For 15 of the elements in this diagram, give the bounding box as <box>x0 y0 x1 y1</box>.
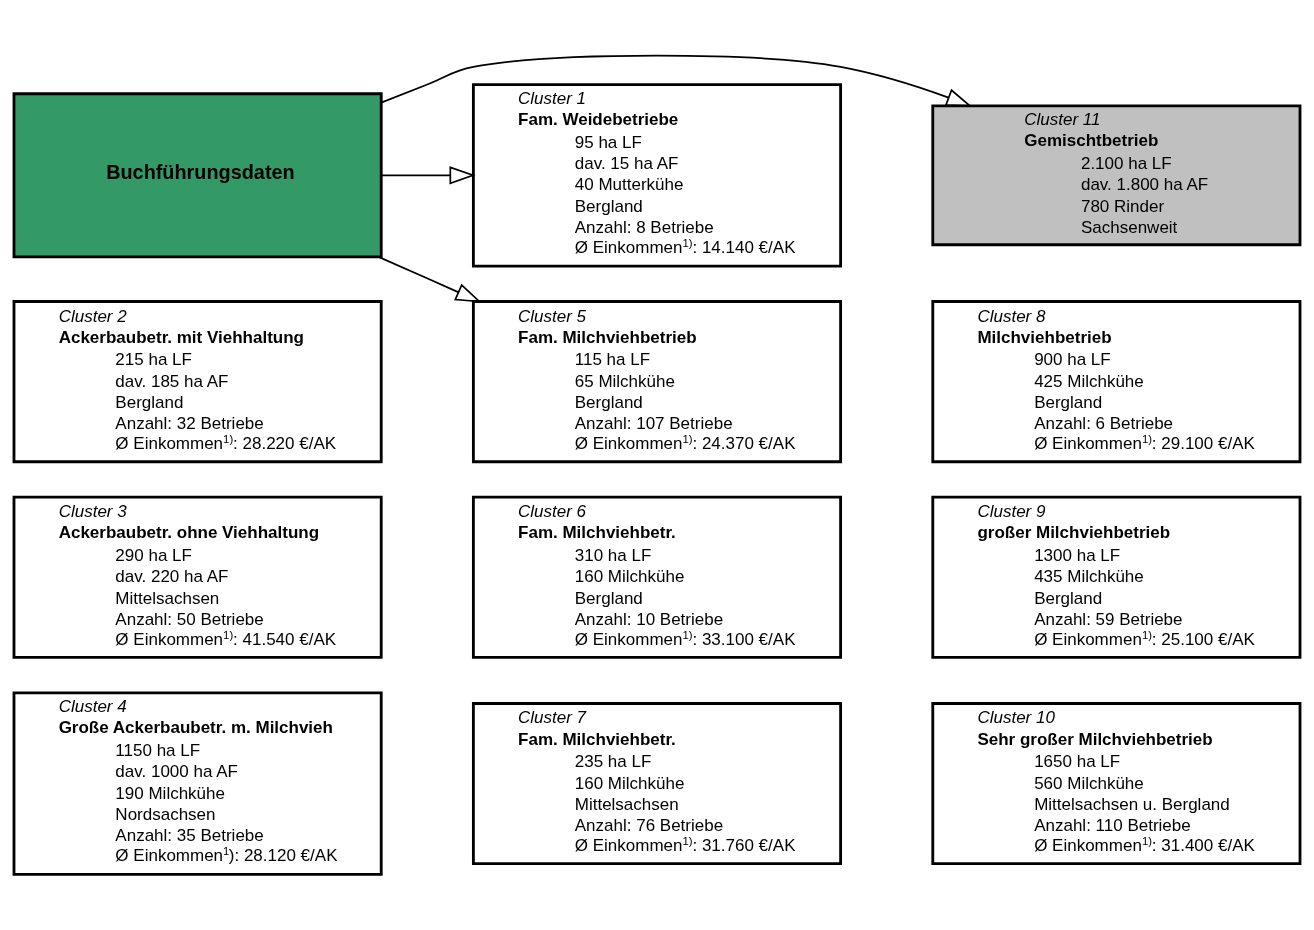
node-box: Cluster 5 Fam. Milchviehbetrieb 115 ha LF 65 Milchkühe Bergland Anzahl: 107 Betriebe Ø Einkommen$^{1)}$: 24.370 €/AK <box>471 300 843 464</box>
node-box: Cluster 10 Sehr großer Milchviehbetrieb 1650 ha LF 560 Milchkühe Mittelsachsen u. Bergland Anzahl: 110 Betriebe Ø Einkommen$^{1)}$: 31.400 €/AK <box>931 702 1302 866</box>
node-box: Cluster 1 Fam. Weidebetriebe 95 ha LF dav. 15 ha AF 40 Mutterkühe Bergland Anzahl: 8 Betriebe Ø Einkommen$^{1)}$: 14.140 €/AK <box>471 83 843 268</box>
arrow <box>377 256 482 303</box>
node-box: Buchführungsdaten <box>12 92 383 259</box>
arrow <box>381 54 973 107</box>
node-box: Cluster 6 Fam. Milchviehbetr. 310 ha LF 160 Milchkühe Bergland Anzahl: 10 Betriebe Ø Einkommen$^{1)}$: 33.100 €/AK <box>471 495 843 659</box>
arrow <box>380 166 476 185</box>
node-box: Cluster 2 Ackerbaubetr. mit Viehhaltung 215 ha LF dav. 185 ha AF Bergland Anzahl: 32 Betriebe Ø Einkommen$^{1)}$: 28.220 €/AK <box>12 300 383 464</box>
node-box: Cluster 4 Große Ackerbaubetr. m. Milchvieh 1150 ha LF dav. 1000 ha AF 190 Milchkühe Nordsachsen Anzahl: 35 Betriebe Ø Einkommen$^{1}$): 28.120 €/AK <box>12 691 383 876</box>
node-box: Cluster 7 Fam. Milchviehbetr. 235 ha LF 160 Milchkühe Mittelsachsen Anzahl: 76 Betriebe Ø Einkommen$^{1)}$: 31.760 €/AK <box>471 702 843 866</box>
node-box: Cluster 8 Milchviehbetrieb 900 ha LF 425 Milchkühe Bergland Anzahl: 6 Betriebe Ø Einkommen$^{1)}$: 29.100 €/AK <box>931 300 1302 464</box>
node-box: Cluster 11 Gemischtbetrieb 2.100 ha LF dav. 1.800 ha AF 780 Rinder Sachsenweit <box>931 104 1302 247</box>
node-box: Cluster 3 Ackerbaubetr. ohne Viehhaltung 290 ha LF dav. 220 ha AF Mittelsachsen Anzahl: 50 Betriebe Ø Einkommen$^{1)}$: 41.540 €/AK <box>12 495 383 659</box>
node-box: Cluster 9 großer Milchviehbetrieb 1300 ha LF 435 Milchkühe Bergland Anzahl: 59 Betriebe Ø Einkommen$^{1)}$: 25.100 €/AK <box>931 495 1302 659</box>
